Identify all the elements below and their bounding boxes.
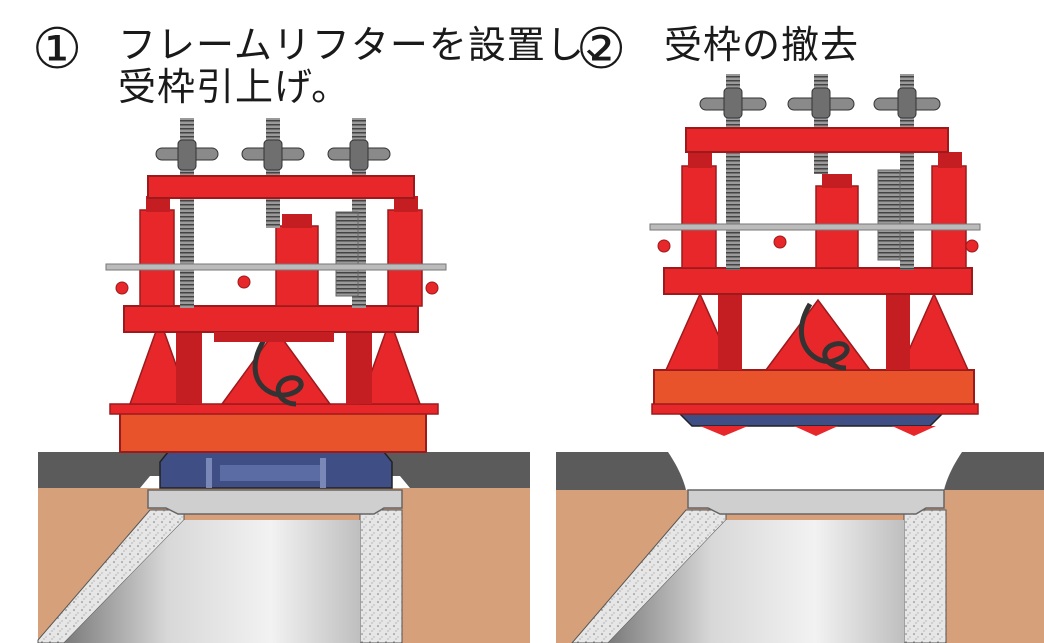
t-handle-1: [155, 139, 219, 171]
frame-tab: [794, 426, 838, 436]
valve-knob: [657, 239, 671, 253]
leg-cone-4: [664, 292, 736, 371]
grade-ring-2: [687, 489, 945, 515]
step-1-number: ①: [32, 17, 83, 82]
leg-post: [886, 294, 910, 370]
top-beam-1: [147, 175, 415, 199]
jack-cap: [822, 174, 852, 188]
valve-knob: [425, 281, 439, 295]
release-rod-2: [649, 223, 981, 231]
leg-cone-1: [128, 317, 192, 405]
leg-post: [176, 320, 202, 404]
t-handle-5: [787, 87, 855, 119]
t-handle-6: [873, 87, 941, 119]
hydraulic-hose-2: [798, 302, 850, 371]
concrete-wall-right-2: [903, 509, 947, 643]
frame-rib: [206, 458, 212, 488]
frame-tab: [700, 426, 748, 436]
screw-rod-2: [266, 118, 280, 228]
hydraulic-hose-1: [252, 338, 304, 407]
spring-2: [877, 169, 901, 261]
manhole-frame-2: [678, 413, 944, 427]
scene-1: [37, 118, 530, 643]
frame-tab: [892, 426, 936, 436]
valve-knob: [965, 239, 979, 253]
base-plate-1: [119, 411, 427, 453]
asphalt-2b: [944, 452, 1044, 490]
jack-cap: [282, 214, 312, 228]
asphalt-2: [556, 452, 686, 490]
base-flange-1: [109, 403, 439, 415]
side-jack-left-2: [681, 165, 717, 269]
middle-beam-lip: [214, 332, 334, 342]
jack-cap: [146, 196, 170, 212]
frame-web: [220, 465, 320, 481]
middle-beam-2: [663, 267, 973, 295]
base-plate-2: [653, 369, 975, 407]
valve-knob: [773, 235, 787, 249]
step-1-line-1: フレームリフターを設置し、: [118, 23, 624, 67]
step-2-text: 受枠の撤去: [664, 23, 860, 67]
scene-2: [556, 74, 1044, 643]
release-rod-1: [105, 263, 447, 271]
valve-knob: [237, 275, 251, 289]
screw-rod-6: [900, 74, 914, 270]
step-2-number: ②: [576, 17, 627, 82]
pipe-interior-2: [608, 520, 904, 643]
screw-rod-4: [726, 74, 740, 270]
leg-post: [346, 320, 372, 404]
middle-beam-1: [123, 305, 419, 333]
side-jack-right-1: [387, 209, 423, 307]
jack-cap: [394, 196, 418, 212]
valve-knob: [115, 281, 129, 295]
leg-post: [718, 294, 742, 370]
jack-cap: [688, 152, 712, 168]
top-beam-2: [685, 127, 949, 153]
step-1-line-2: 受枠引上げ。: [118, 65, 351, 109]
side-jack-right-2: [931, 165, 967, 269]
step-1-text: フレームリフターを設置し、 受枠引上げ。: [118, 24, 624, 108]
base-flange-2: [651, 403, 979, 415]
concrete-wall-right-1: [359, 509, 403, 643]
grade-ring-1: [147, 489, 403, 515]
pipe-interior-1: [64, 520, 360, 643]
frame-rib: [320, 458, 326, 488]
jack-cap: [938, 152, 962, 168]
leg-cone-6: [898, 292, 970, 371]
leg-cone-3: [358, 317, 422, 405]
spring-1: [335, 211, 359, 297]
t-handle-2: [241, 139, 305, 171]
t-handle-4: [699, 87, 767, 119]
side-jack-left-1: [139, 209, 175, 307]
t-handle-3: [327, 139, 391, 171]
